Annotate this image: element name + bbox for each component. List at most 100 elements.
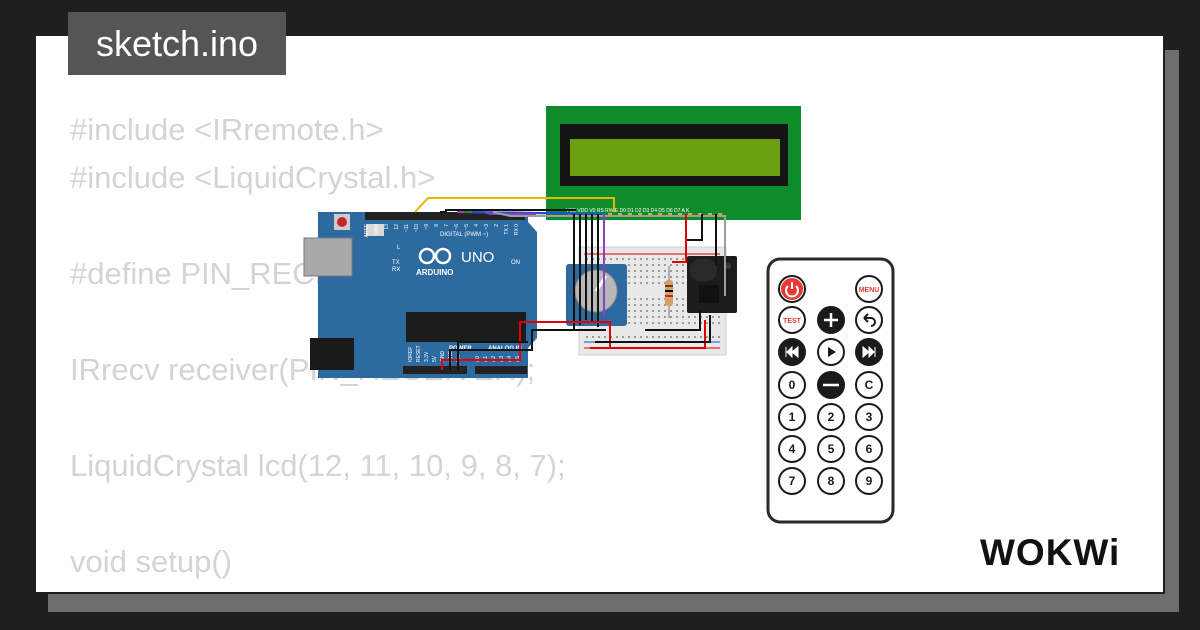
remote-button[interactable]: 8 — [817, 467, 845, 495]
breadboard-hole — [676, 316, 678, 318]
remote-button[interactable] — [855, 338, 883, 366]
remote-button[interactable]: 1 — [778, 403, 806, 431]
wire-red-lcd — [672, 214, 687, 263]
code-line: LiquidCrystal lcd(12, 11, 10, 9, 8, 7); — [70, 448, 566, 483]
remote-button[interactable]: 9 — [855, 467, 883, 495]
remote-button-label: 1 — [789, 410, 796, 424]
prev-icon — [785, 345, 799, 359]
wire-purple-2 — [484, 211, 536, 215]
back-icon — [863, 313, 876, 327]
breadboard-hole — [682, 336, 684, 338]
breadboard-hole — [664, 258, 666, 260]
ir-receiver[interactable] — [687, 256, 737, 313]
remote-button[interactable]: C — [855, 371, 883, 399]
breadboard-hole — [646, 336, 648, 338]
breadboard-hole — [634, 258, 636, 260]
breadboard-hole — [628, 322, 630, 324]
remote-button[interactable]: 6 — [855, 435, 883, 463]
digital-pin-label: 8 — [434, 224, 440, 227]
play-icon — [828, 347, 836, 357]
remote-button-shape — [817, 435, 845, 463]
filename-tab[interactable]: sketch.ino — [68, 12, 286, 75]
breadboard-hole — [664, 276, 666, 278]
breadboard-hole — [694, 316, 696, 318]
bottom-pin-label: A2 — [491, 356, 497, 362]
breadboard-hole — [682, 264, 684, 266]
breadboard-hole — [604, 336, 606, 338]
reset-button[interactable] — [337, 217, 347, 227]
next-icon — [862, 345, 876, 359]
remote-button[interactable]: 3 — [855, 403, 883, 431]
power-header — [403, 366, 467, 374]
digital-pin-label: RX 0 — [514, 224, 520, 235]
wire-black-lcd — [573, 214, 599, 330]
remote-button-shape — [855, 371, 883, 399]
remote-button[interactable]: MENU — [855, 275, 883, 303]
remote-button[interactable] — [817, 338, 845, 366]
breadboard-hole — [682, 310, 684, 312]
breadboard-hole — [682, 298, 684, 300]
remote-button-label: 5 — [828, 442, 835, 456]
digital-pin-label: ~10 — [414, 224, 420, 233]
breadboard-hole — [628, 276, 630, 278]
lcd-display[interactable]: VSS VDD V0 RS RW E D0 D1 D2 D3 D4 D5 D6 … — [546, 106, 801, 220]
plus-icon — [824, 313, 838, 327]
remote-button[interactable]: 7 — [778, 467, 806, 495]
breadboard-hole — [664, 336, 666, 338]
breadboard-hole — [658, 310, 660, 312]
digital-pin-label: 13 — [384, 224, 390, 230]
remote-button[interactable]: TEST — [778, 306, 806, 334]
remote-button[interactable]: 4 — [778, 435, 806, 463]
wire-yellow — [414, 197, 615, 213]
remote-button-shape — [855, 403, 883, 431]
breadboard-hole — [634, 276, 636, 278]
breadboard-hole — [682, 270, 684, 272]
breadboard-hole — [664, 304, 666, 306]
breadboard-hole — [628, 264, 630, 266]
breadboard-hole — [652, 322, 654, 324]
breadboard-hole — [682, 258, 684, 260]
breadboard-hole — [688, 316, 690, 318]
remote-button-label: 0 — [789, 378, 796, 392]
bottom-pin-label: 3.3V — [424, 351, 430, 362]
breadboard-hole — [646, 258, 648, 260]
bottom-pin-label: A1 — [483, 356, 489, 362]
breadboard-hole — [634, 316, 636, 318]
remote-button[interactable]: 0 — [778, 371, 806, 399]
breadboard-hole — [706, 322, 708, 324]
remote-button[interactable] — [855, 306, 883, 334]
breadboard-hole — [682, 276, 684, 278]
remote-button[interactable] — [817, 371, 845, 399]
remote-button[interactable] — [778, 275, 806, 303]
ir-receiver-hole — [725, 263, 731, 269]
arduino-uno[interactable]: DIGITAL (PWM ~) UNO ARDUINO L TX RX ON P… — [303, 212, 537, 378]
breadboard-hole — [634, 336, 636, 338]
breadboard-hole — [646, 316, 648, 318]
remote-button[interactable] — [778, 338, 806, 366]
breadboard-hole — [676, 264, 678, 266]
breadboard-hole — [652, 298, 654, 300]
breadboard-hole — [640, 258, 642, 260]
breadboard-hole — [652, 270, 654, 272]
arduino-model-label: UNO — [461, 249, 494, 266]
breadboard-hole — [646, 264, 648, 266]
breadboard-hole — [664, 322, 666, 324]
wokwi-logo: WOKWi — [980, 532, 1119, 573]
breadboard-hole — [646, 276, 648, 278]
remote-button[interactable]: 2 — [817, 403, 845, 431]
remote-button[interactable]: 5 — [817, 435, 845, 463]
remote-button[interactable] — [817, 306, 845, 334]
resistor-band-2 — [665, 290, 673, 292]
breadboard-hole — [628, 310, 630, 312]
bottom-pin-label: A4 — [507, 356, 513, 362]
wire-black-rail — [595, 315, 711, 343]
breadboard-hole — [676, 282, 678, 284]
breadboard-hole — [676, 270, 678, 272]
breadboard-hole — [586, 336, 588, 338]
digital-pin-label: ~3 — [484, 224, 490, 230]
breadboard-hole — [658, 298, 660, 300]
on-led-label: ON — [511, 260, 520, 266]
remote-button-shape — [778, 435, 806, 463]
potentiometer[interactable] — [566, 264, 627, 326]
